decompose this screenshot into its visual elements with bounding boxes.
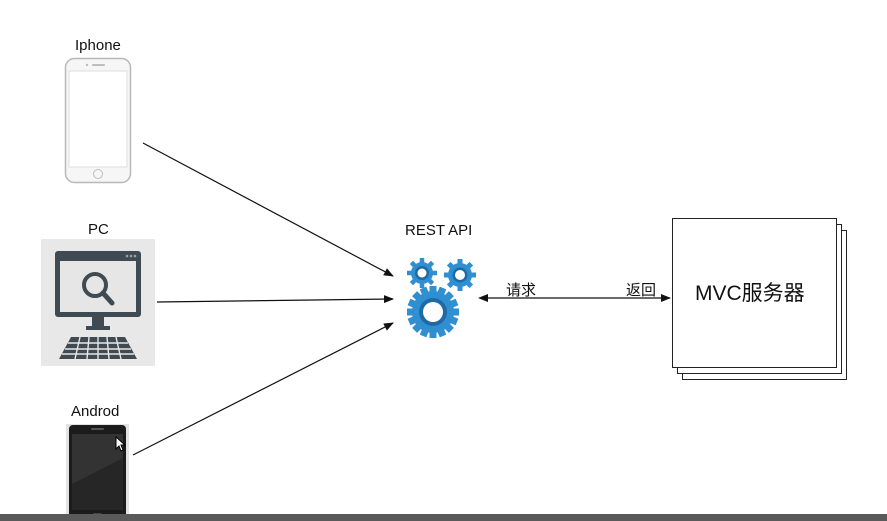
response-edge-label: 返回 xyxy=(626,282,657,299)
gear-large xyxy=(407,286,459,338)
gears-icon xyxy=(407,258,476,338)
android-phone-icon xyxy=(66,424,129,520)
gear-small-left xyxy=(407,258,437,288)
bottom-bar xyxy=(0,514,887,521)
server-card-front: MVC服务器 xyxy=(672,218,837,368)
pc-to-api-arrow xyxy=(156,295,394,304)
iphone-icon xyxy=(64,57,132,184)
android-to-api-arrow xyxy=(132,322,394,456)
iphone-label: Iphone xyxy=(75,37,121,54)
pc-label: PC xyxy=(88,221,109,238)
request-edge-label: 请求 xyxy=(506,282,537,299)
mvc-server-stack: MVC服务器 xyxy=(672,218,848,382)
rest-api-label: REST API xyxy=(405,222,473,239)
pc-icon xyxy=(41,239,155,366)
mouse-cursor-icon xyxy=(115,436,126,452)
gear-small-right xyxy=(444,259,476,291)
android-label: Androd xyxy=(71,403,120,420)
mvc-server-label: MVC服务器 xyxy=(695,282,805,305)
iphone-to-api-arrow xyxy=(142,142,394,277)
